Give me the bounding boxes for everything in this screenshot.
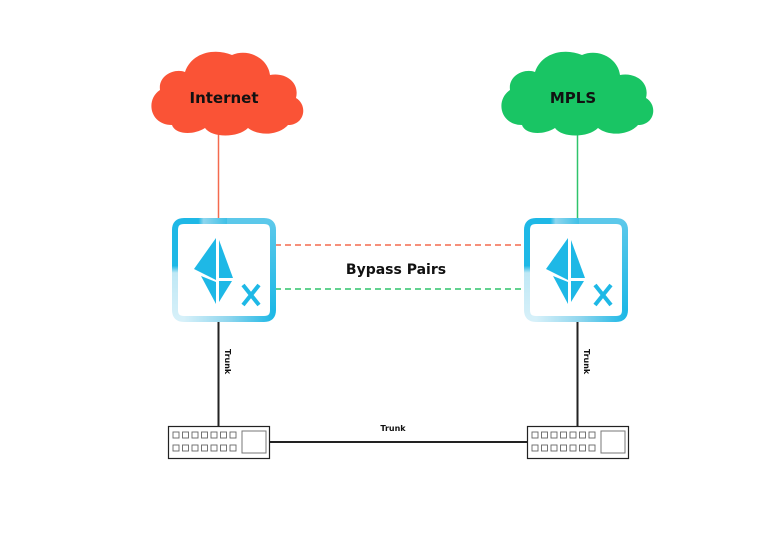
switch-trunk-label: Trunk — [380, 424, 406, 433]
switch-uplink-port — [600, 430, 626, 454]
mpls-cloud-label: MPLS — [550, 89, 596, 107]
switch-port — [588, 431, 596, 439]
appliance-left[interactable] — [172, 218, 276, 322]
switch-port — [560, 444, 567, 452]
switch-port — [560, 431, 567, 439]
switch-port — [569, 444, 577, 452]
switch-port — [191, 444, 199, 452]
switch-port — [550, 431, 558, 439]
switch-left[interactable] — [167, 425, 271, 460]
switch-uplink-port — [241, 430, 267, 454]
switch-port — [541, 444, 548, 452]
switch-port — [220, 444, 227, 452]
switch-port — [550, 444, 558, 452]
switch-port — [210, 444, 218, 452]
switch-port — [201, 431, 208, 439]
switch-port — [229, 431, 237, 439]
left-trunk-label: Trunk — [223, 349, 232, 375]
internet-cloud-label: Internet — [189, 89, 258, 107]
x-logo-icon — [546, 238, 613, 307]
switch-right[interactable] — [526, 425, 630, 460]
switch-port — [182, 444, 189, 452]
switch-port — [569, 431, 577, 439]
switch-port — [182, 431, 189, 439]
internet-cloud: Internet — [151, 51, 304, 136]
switch-ports — [531, 431, 596, 452]
right-trunk-label: Trunk — [582, 349, 591, 375]
x-logo-icon — [194, 238, 261, 307]
switch-port — [229, 444, 237, 452]
switch-port — [201, 444, 208, 452]
switch-port — [210, 431, 218, 439]
switch-port — [172, 444, 180, 452]
switch-port — [588, 444, 596, 452]
switch-port — [531, 444, 539, 452]
cloud-shape — [151, 51, 304, 136]
switch-port — [579, 431, 586, 439]
switch-port — [172, 431, 180, 439]
bypass-pairs-label: Bypass Pairs — [346, 262, 446, 278]
switch-port — [191, 431, 199, 439]
cloud-shape — [501, 51, 654, 136]
switch-ports — [172, 431, 237, 452]
mpls-cloud: MPLS — [501, 51, 654, 136]
switch-port — [220, 431, 227, 439]
switch-port — [541, 431, 548, 439]
switch-port — [531, 431, 539, 439]
switch-port — [579, 444, 586, 452]
appliance-right[interactable] — [524, 218, 628, 322]
